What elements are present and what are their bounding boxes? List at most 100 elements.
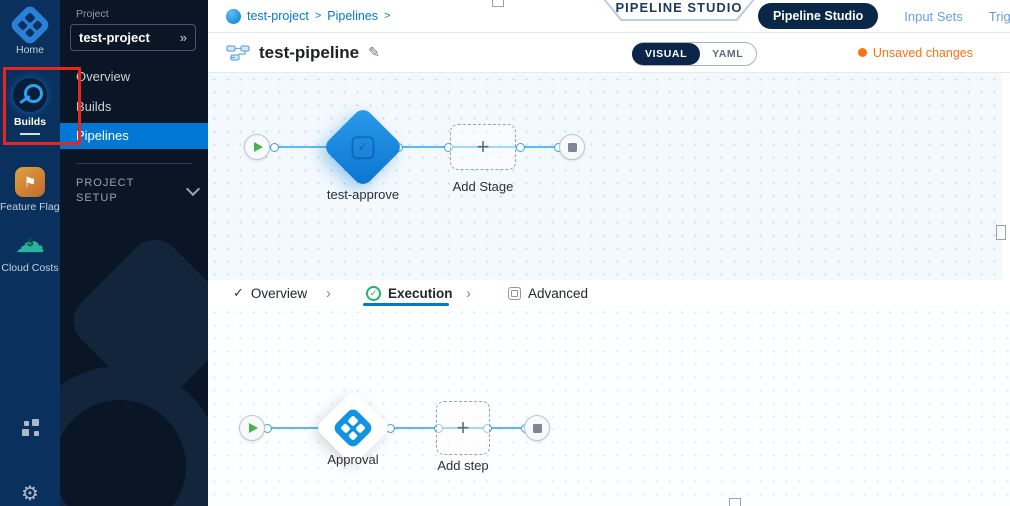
connector-dot[interactable] [434, 424, 443, 433]
connector-dot[interactable] [270, 143, 279, 152]
plus-icon: + [456, 415, 470, 440]
approval-step-icon [331, 406, 375, 450]
tab-input-sets[interactable]: Input Sets [904, 8, 963, 24]
pipeline-end-node[interactable] [559, 134, 585, 160]
check-circle-icon: ✓ [366, 285, 381, 301]
sidebar-item-feature-flags[interactable]: ⚑ Feature Flags [0, 167, 65, 213]
sidebar-item-label: Feature Flags [0, 201, 65, 213]
stage-node-test-approve[interactable]: ✓ [321, 105, 405, 189]
tab-label: Overview [250, 285, 308, 301]
add-step-button[interactable]: + [436, 401, 490, 455]
tab-advanced[interactable]: Advanced [508, 280, 588, 306]
sidebar-item-label: Cloud Costs [1, 262, 59, 274]
expand-icon: » [179, 30, 187, 45]
check-icon: ✓ [233, 285, 244, 300]
approval-check-icon: ✓ [351, 135, 375, 159]
execution-end-node[interactable] [524, 415, 550, 441]
edit-pencil-icon[interactable]: ✎ [368, 44, 380, 60]
connector-dot[interactable] [444, 143, 453, 152]
stage-canvas[interactable]: ✓ test-approve + Add Stage [208, 73, 1006, 280]
chevron-right-icon: › [466, 284, 471, 302]
unsaved-changes-status: Unsaved changes [857, 33, 973, 72]
nav-item-builds[interactable]: Builds [60, 94, 208, 120]
active-tab-underline [363, 303, 449, 306]
clipped-ui-artifact [996, 225, 1006, 240]
status-dot-icon [857, 48, 867, 57]
pipeline-name: test-pipeline [259, 42, 360, 62]
project-avatar-icon [226, 8, 241, 24]
tab-execution[interactable]: ✓ Execution [366, 280, 453, 306]
settings-button[interactable]: ⚙ [0, 484, 60, 504]
breadcrumb-separator: > [384, 10, 391, 22]
connector-dot[interactable] [483, 424, 492, 433]
execution-start-node[interactable] [239, 415, 265, 441]
main-content: test-project > Pipelines > PIPELINE STUD… [208, 0, 1010, 506]
harness-logo-icon [8, 3, 52, 47]
nav-item-label: Pipelines [76, 128, 129, 143]
pipeline-icon [226, 44, 250, 61]
project-sidebar: Project test-project » Overview Builds P… [60, 0, 208, 506]
nav-item-pipelines[interactable]: Pipelines [60, 123, 208, 149]
pipeline-studio-badge: PIPELINE STUDIO [593, 0, 765, 21]
stop-icon [567, 142, 577, 152]
play-icon [248, 423, 258, 433]
apps-grid-icon [21, 418, 39, 436]
stage-config-tabs: ✓ Overview › ✓ Execution › Advanced [208, 280, 1010, 307]
builds-icon [13, 78, 47, 112]
sidebar-item-cloud-costs[interactable]: ☁$ Cloud Costs [0, 226, 60, 275]
toggle-visual[interactable]: VISUAL [632, 43, 701, 65]
annotation-highlight-box [3, 67, 81, 145]
divider [76, 163, 192, 164]
pipeline-start-node[interactable] [244, 134, 270, 160]
top-header: test-project > Pipelines > PIPELINE STUD… [208, 0, 1010, 33]
sidebar-item-label: Home [15, 44, 44, 56]
breadcrumb: test-project > Pipelines > [226, 0, 390, 32]
breadcrumb-link-pipelines[interactable]: Pipelines [327, 9, 379, 23]
chevron-right-icon: › [326, 284, 331, 302]
tab-triggers[interactable]: Triggers [988, 8, 1010, 24]
connector-dot[interactable] [516, 143, 525, 152]
project-selector[interactable]: test-project » [70, 24, 196, 51]
project-label: Project [76, 8, 109, 20]
pipeline-studio-badge-label: PIPELINE STUDIO [615, 0, 743, 15]
studio-tabs: Pipeline Studio Input Sets Triggers [757, 0, 1010, 32]
add-stage-button[interactable]: + [450, 124, 516, 170]
project-setup-toggle[interactable]: PROJECT SETUP [76, 177, 135, 204]
visual-yaml-toggle: VISUAL YAML [632, 42, 758, 66]
tab-overview[interactable]: ✓ Overview [233, 280, 307, 306]
clipped-ui-artifact [729, 498, 741, 506]
stop-icon [532, 423, 542, 433]
pipeline-title-bar: test-pipeline ✎ VISUAL YAML Unsaved chan… [208, 33, 1010, 73]
sidebar-item-builds[interactable]: Builds [0, 78, 60, 135]
apps-grid-button[interactable] [0, 418, 60, 436]
advanced-icon [508, 286, 521, 300]
plus-icon: + [476, 134, 490, 159]
execution-canvas[interactable]: Approval + Add step [208, 306, 1010, 506]
status-text: Unsaved changes [872, 45, 973, 60]
cloud-costs-icon: ☁$ [15, 226, 45, 259]
chevron-down-icon [185, 181, 201, 197]
add-step-label: Add step [437, 458, 489, 473]
toggle-yaml[interactable]: YAML [712, 48, 744, 60]
add-stage-label: Add Stage [452, 179, 514, 194]
nav-item-label: Builds [76, 99, 112, 114]
stage-name-label: test-approve [326, 187, 400, 202]
breadcrumb-separator: > [314, 10, 322, 22]
global-sidebar: Home Builds ⚑ Feature Flags ☁$ Cloud Cos… [0, 0, 65, 506]
nav-item-label: Overview [76, 69, 131, 84]
clipped-ui-artifact [492, 0, 504, 7]
nav-item-overview[interactable]: Overview [60, 64, 208, 90]
connector-line [257, 146, 572, 148]
play-icon [253, 142, 263, 152]
tab-pipeline-studio[interactable]: Pipeline Studio [757, 3, 879, 29]
sidebar-item-home[interactable]: Home [0, 3, 60, 56]
active-underline [20, 133, 40, 135]
tab-label: Advanced [528, 285, 589, 301]
gear-icon: ⚙ [21, 483, 39, 505]
step-name-label: Approval [327, 452, 379, 467]
breadcrumb-link-project[interactable]: test-project [247, 9, 309, 23]
tab-label: Execution [388, 285, 453, 301]
project-name: test-project [79, 30, 150, 45]
sidebar-item-label: Builds [13, 116, 47, 128]
